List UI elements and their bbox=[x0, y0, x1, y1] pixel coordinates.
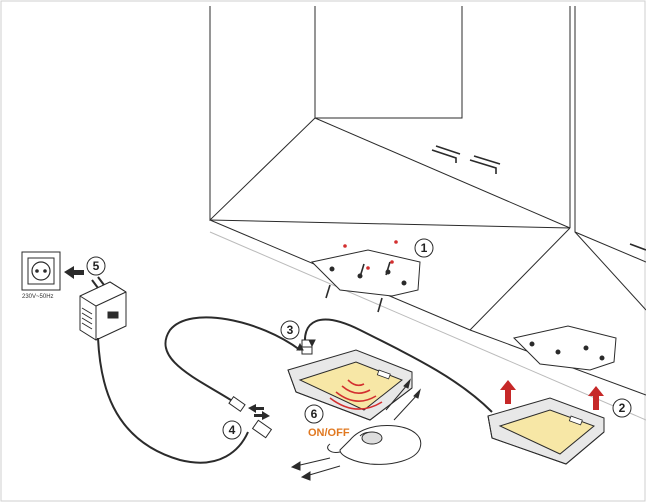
step-2-badge: 2 bbox=[613, 399, 631, 417]
wall-socket-icon bbox=[22, 252, 60, 290]
svg-text:1: 1 bbox=[421, 241, 428, 255]
socket-rating-label: 230V~50Hz bbox=[22, 294, 54, 300]
step-3-badge: 3 bbox=[281, 321, 299, 339]
step-6-badge: 6 bbox=[305, 405, 323, 423]
svg-text:6: 6 bbox=[311, 407, 318, 421]
step-5-badge: 5 bbox=[87, 257, 105, 275]
step-1-badge: 1 bbox=[415, 239, 433, 257]
svg-text:2: 2 bbox=[619, 401, 626, 415]
svg-text:4: 4 bbox=[229, 423, 236, 437]
svg-text:5: 5 bbox=[93, 259, 100, 273]
svg-text:3: 3 bbox=[287, 323, 294, 337]
on-off-label: ON/OFF bbox=[308, 427, 350, 439]
step-4-badge: 4 bbox=[223, 421, 241, 439]
